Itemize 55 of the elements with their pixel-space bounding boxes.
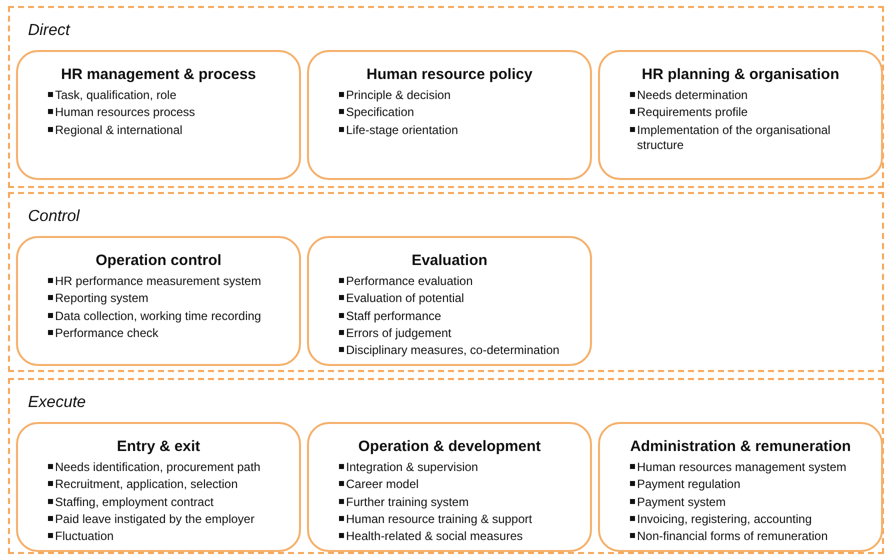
bullet-item: Principle & decision [339,88,580,103]
bullet-item: Career model [339,477,580,492]
rounded-card [307,422,592,552]
bullet-item: Life-stage orientation [339,122,580,138]
dashed-section-frame [8,192,884,372]
card-heading: Evaluation [410,252,488,269]
bullet-item: Implementation of the organisational structure [630,122,871,153]
bullet-item: HR performance measurement system [48,274,289,289]
rounded-card [307,236,592,366]
bullet-item: Task, qualification, role [48,88,289,103]
bullet-item: Needs determination [630,88,871,103]
card-heading: HR management & process [60,66,258,83]
card-heading: Operation & development [357,438,542,455]
bullet-item: Recruitment, application, selection [48,477,289,492]
bullet-item: Invoicing, registering, accounting [630,512,871,527]
bullet-item: Errors of judgement [339,326,580,341]
card-heading: Administration & remuneration [629,438,852,455]
bullet-item: Human resource training & support [339,512,580,527]
card-heading: Entry & exit [116,438,202,455]
bullet-item: Payment system [630,494,871,510]
section-title: Execute [28,394,86,412]
bullet-item: Specification [339,105,580,120]
rounded-card [598,50,883,180]
bullet-item: Performance evaluation [339,274,580,289]
card-heading: Human resource policy [366,66,534,83]
bullet-item: Data collection, working time recording [48,308,289,324]
rounded-card [16,236,301,366]
bullet-item: Non-financial forms of remuneration [630,529,871,544]
bullet-item: Fluctuation [48,529,289,544]
bullet-item: Health-related & social measures [339,529,580,544]
section-title: Direct [28,22,70,40]
bullet-item: Performance check [48,326,289,341]
bullet-item: Requirements profile [630,105,871,120]
bullet-item: Further training system [339,494,580,510]
bullet-item: Reporting system [48,291,289,306]
bullet-item: Needs identification, procurement path [48,460,289,475]
bullet-item: Paid leave instigated by the employer [48,512,289,527]
bullet-item: Staffing, employment contract [48,494,289,510]
bullet-item: Disciplinary measures, co-determination [339,343,580,358]
bullet-item: Human resources process [48,105,289,120]
bullet-item: Evaluation of potential [339,291,580,306]
dashed-section-frame [8,378,884,554]
rounded-card [16,422,301,552]
card-heading: Operation control [94,252,222,269]
bullet-item: Integration & supervision [339,460,580,475]
dashed-section-frame [8,6,884,188]
bullet-item: Human resources management system [630,460,871,475]
card-heading: HR planning & organisation [640,66,840,83]
section-title: Control [28,208,80,226]
bullet-item: Payment regulation [630,477,871,492]
rounded-card [598,422,883,552]
rounded-card [16,50,301,180]
bullet-item: Regional & international [48,122,289,138]
bullet-item: Staff performance [339,308,580,324]
rounded-card [307,50,592,180]
